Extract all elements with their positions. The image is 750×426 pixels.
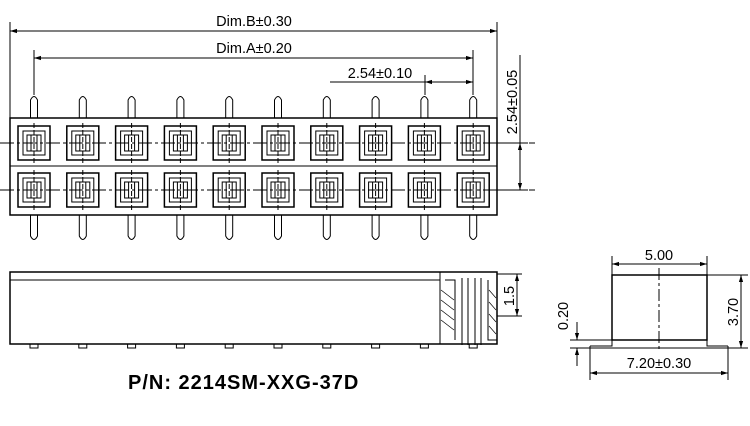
side-foot bbox=[78, 343, 88, 349]
dim-a-label: Dim.A±0.20 bbox=[216, 41, 292, 57]
side-height-label: 1.5 bbox=[502, 286, 518, 306]
pin-tail-top bbox=[371, 96, 380, 118]
side-feet bbox=[29, 343, 478, 349]
row-pitch-label: 2.54±0.05 bbox=[505, 70, 521, 134]
pin-tail-bottom bbox=[30, 215, 38, 240]
pin-tail-bottom bbox=[371, 215, 380, 240]
pin-tail-bottom bbox=[225, 215, 234, 240]
pin-tail-top bbox=[469, 96, 478, 118]
pin-array bbox=[17, 96, 490, 240]
pitch-label: 2.54±0.10 bbox=[348, 66, 412, 82]
side-foot bbox=[322, 343, 332, 349]
side-foot bbox=[273, 343, 283, 349]
side-foot bbox=[419, 343, 429, 349]
pin-tail-top bbox=[127, 96, 136, 118]
end-foot-width-label: 7.20±0.30 bbox=[627, 356, 691, 372]
pin-tail-top bbox=[225, 96, 234, 118]
end-view-labels: 5.00 0.20 3.70 7.20±0.30 bbox=[556, 248, 742, 372]
side-foot bbox=[175, 343, 185, 349]
side-foot bbox=[29, 343, 39, 349]
side-section-cutaway bbox=[439, 272, 497, 345]
pin-tail-bottom bbox=[274, 215, 282, 240]
side-housing-outline bbox=[9, 271, 498, 345]
dim-b-label: Dim.B±0.30 bbox=[216, 14, 292, 30]
pin-tail-top bbox=[274, 96, 282, 118]
pin-tail-bottom bbox=[176, 215, 185, 240]
top-view-labels: Dim.B±0.30 Dim.A±0.20 2.54±0.10 2.54±0.0… bbox=[216, 14, 521, 134]
side-view bbox=[9, 271, 522, 349]
pin-tail-top bbox=[30, 96, 38, 118]
end-view bbox=[570, 256, 748, 380]
end-height-label: 3.70 bbox=[726, 298, 742, 326]
pin-tail-top bbox=[420, 96, 429, 118]
pin-tail-top bbox=[78, 96, 87, 118]
pin-tail-bottom bbox=[420, 215, 429, 240]
pin-tail-top bbox=[176, 96, 185, 118]
pin-tail-top bbox=[322, 96, 331, 118]
end-width-label: 5.00 bbox=[645, 248, 673, 264]
side-foot bbox=[468, 343, 478, 349]
top-view bbox=[0, 22, 535, 240]
side-foot bbox=[371, 343, 381, 349]
pin-tail-bottom bbox=[469, 215, 478, 240]
pin-tail-bottom bbox=[322, 215, 331, 240]
end-feet bbox=[590, 340, 728, 347]
pin-tail-bottom bbox=[127, 215, 136, 240]
side-foot bbox=[224, 343, 234, 349]
end-standoff-label: 0.20 bbox=[556, 302, 572, 330]
side-foot bbox=[127, 343, 137, 349]
part-number-title: P/N: 2214SM-XXG-37D bbox=[128, 372, 360, 394]
pin-tail-bottom bbox=[78, 215, 87, 240]
